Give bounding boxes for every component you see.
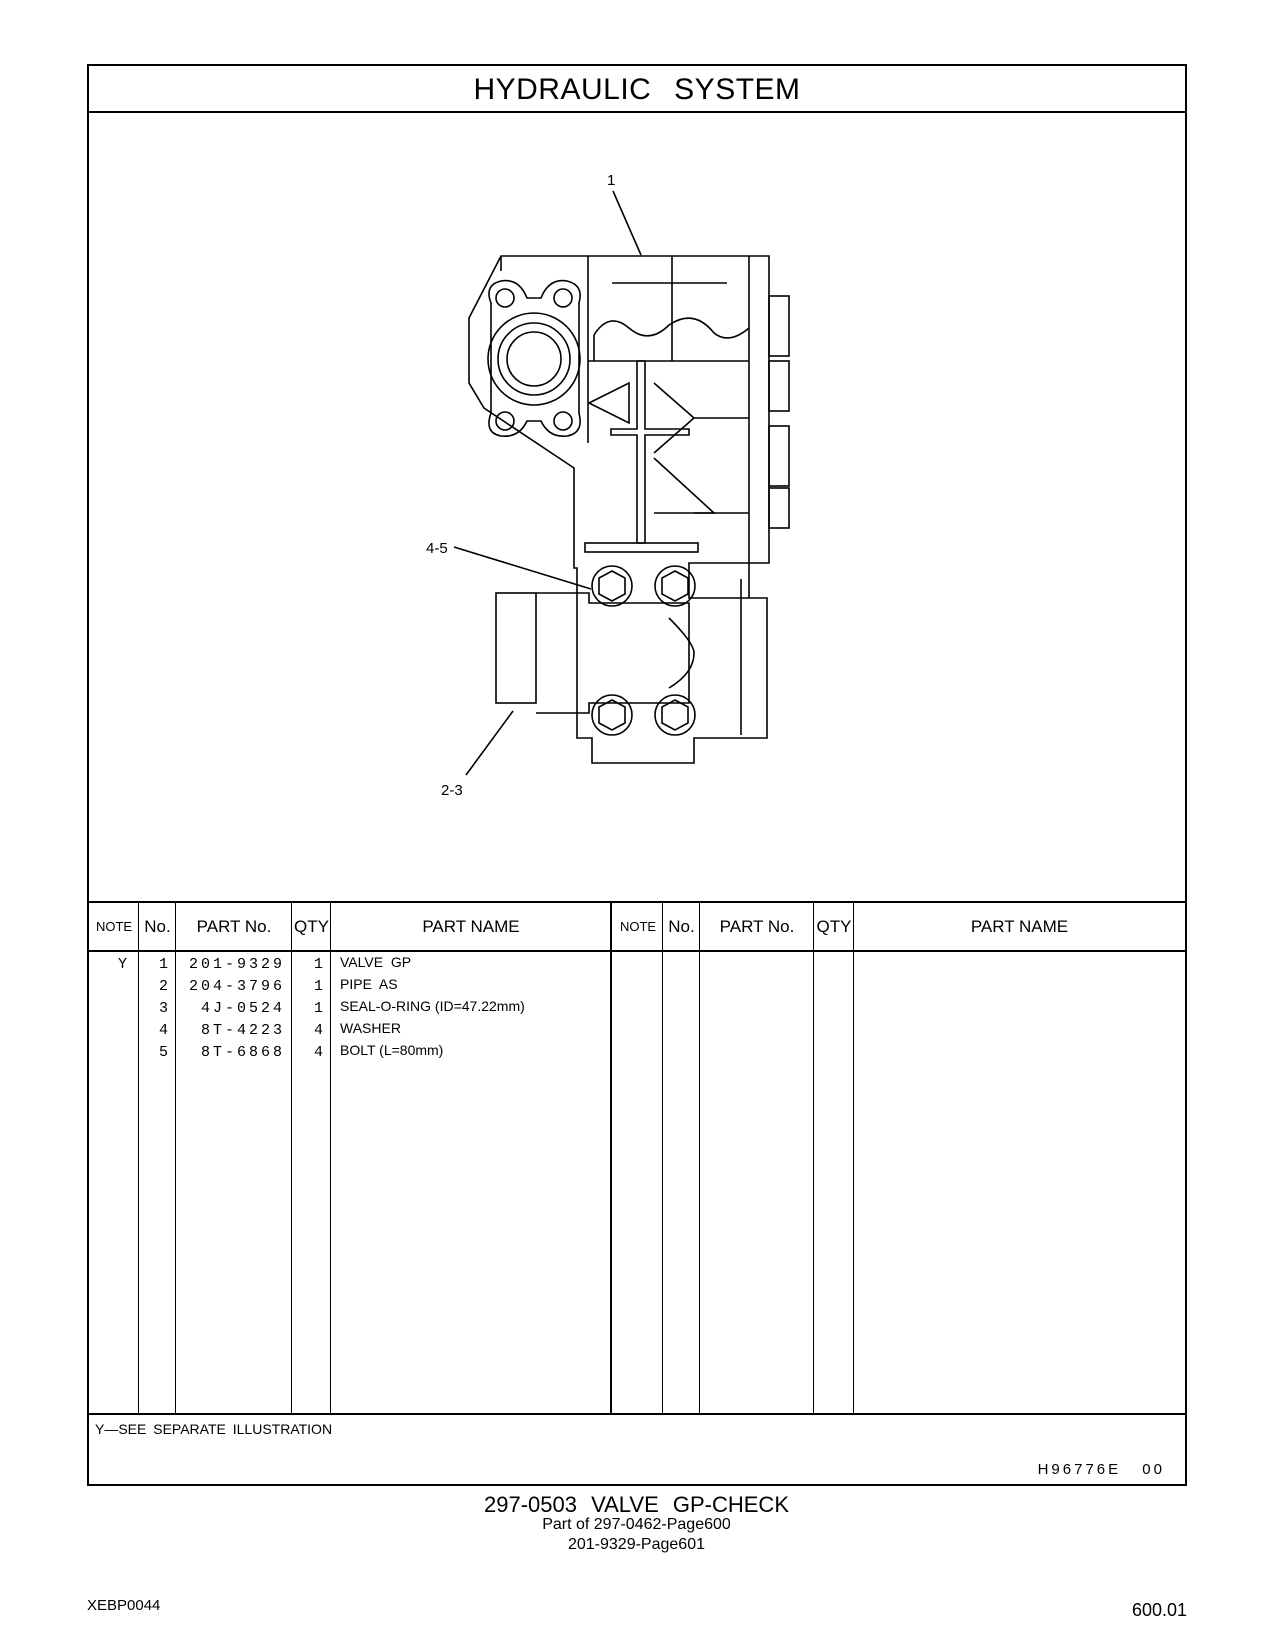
col-divider [699, 903, 700, 1415]
callout-4-5: 4-5 [426, 540, 448, 557]
footnote: Y—SEE SEPARATE ILLUSTRATION [95, 1421, 333, 1437]
parts-page-frame: HYDRAULIC SYSTEM [87, 64, 1187, 1486]
row-qty: 1 [313, 956, 323, 973]
col-divider [813, 903, 814, 1415]
row-note [111, 1019, 127, 1042]
header-divider [89, 950, 1185, 952]
callout-1: 1 [607, 172, 615, 189]
row-part-name: VALVE GP [340, 954, 412, 970]
row-part-no: 204-3796 [188, 978, 285, 995]
row-no: 1 [158, 956, 168, 973]
col-divider [175, 903, 176, 1415]
col-divider [330, 903, 331, 1415]
row-note [111, 1041, 127, 1064]
col-qty-header: QTY [294, 917, 329, 936]
row-part-name: PIPE AS [340, 976, 398, 992]
parts-table: NOTE No. PART No. QTY PART NAME NOTE No.… [89, 901, 1185, 1415]
col-note-header: NOTE [95, 919, 133, 934]
row-qty: 4 [313, 1044, 323, 1061]
row-part-no: 8T-4223 [200, 1022, 285, 1039]
row-part-no: 201-9329 [188, 956, 285, 973]
row-no: 4 [158, 1022, 168, 1039]
row-part-no: 8T-6868 [200, 1044, 285, 1061]
callout-2-3: 2-3 [441, 782, 463, 799]
page-number: 600.01 [1131, 1600, 1187, 1620]
row-note [111, 975, 127, 998]
col-divider [291, 903, 292, 1415]
col-no-header-right: No. [668, 917, 695, 936]
page-reference: 201-9329-Page601 [567, 1536, 705, 1553]
col-divider-middle [610, 903, 612, 1415]
row-qty: 1 [313, 978, 323, 995]
footnote-area: Y—SEE SEPARATE ILLUSTRATION H96776E 00 [89, 1413, 1185, 1488]
col-divider [853, 903, 854, 1415]
row-part-no: 4J-0524 [200, 1000, 285, 1017]
col-partname-header: PART NAME [422, 917, 520, 936]
row-no: 3 [158, 1000, 168, 1017]
col-divider [662, 903, 663, 1415]
row-part-name: BOLT (L=80mm) [340, 1042, 444, 1058]
row-no: 2 [158, 978, 168, 995]
document-id: XEBP0044 [87, 1597, 161, 1614]
col-qty-header-right: QTY [816, 917, 852, 936]
col-partno-header-right: PART No. [719, 917, 795, 936]
row-part-name: SEAL-O-RING (ID=47.22mm) [340, 998, 525, 1014]
col-partno-header: PART No. [196, 917, 272, 936]
row-qty: 4 [313, 1022, 323, 1039]
drawing-code: H96776E 00 [1037, 1461, 1165, 1478]
parent-reference: Part of 297-0462-Page600 [542, 1516, 731, 1533]
row-part-name: WASHER [340, 1020, 401, 1036]
col-divider [138, 903, 139, 1415]
valve-drawing: 1 4-5 2-3 [426, 172, 790, 799]
exploded-illustration: 1 4-5 2-3 [89, 113, 1185, 901]
row-no: 5 [158, 1044, 168, 1061]
col-no-header: No. [144, 917, 171, 936]
col-note-header-right: NOTE [619, 919, 657, 934]
row-note: Y [117, 956, 127, 973]
group-caption: 297-0503 VALVE GP-CHECK [484, 1492, 789, 1517]
page-title: HYDRAULIC SYSTEM [89, 66, 1185, 113]
row-note [111, 997, 127, 1020]
col-partname-header-right: PART NAME [970, 917, 1069, 936]
row-qty: 1 [313, 1000, 323, 1017]
